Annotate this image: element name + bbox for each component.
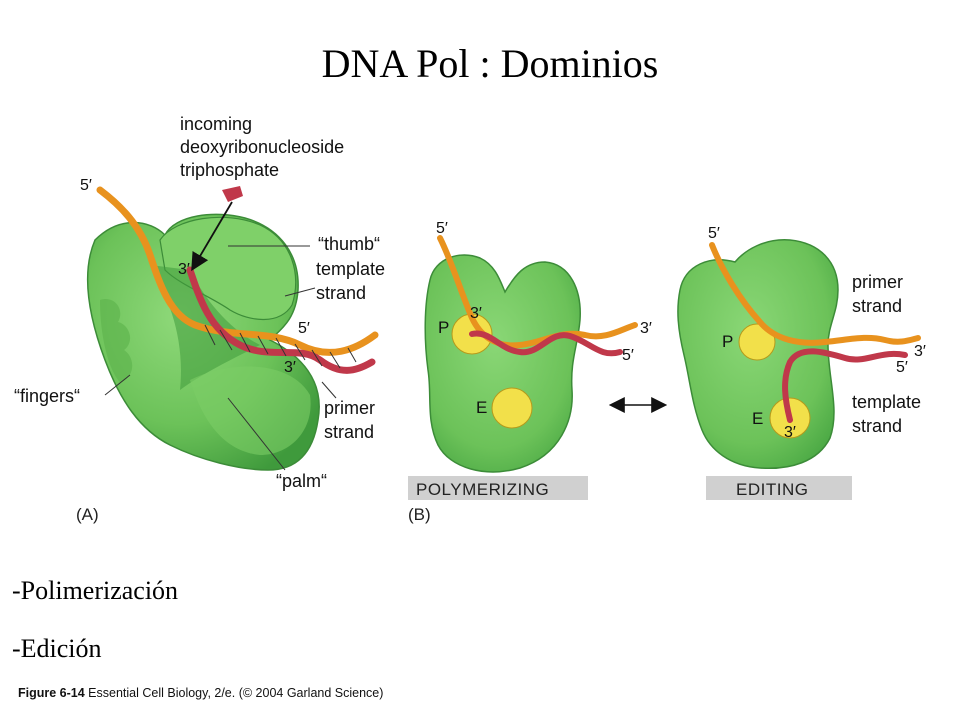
polymerizing-label: POLYMERIZING	[416, 480, 549, 499]
end-3-right-b1: 3′	[640, 320, 652, 337]
p-label-polymerizing: P	[438, 318, 449, 337]
e-label-polymerizing: E	[476, 398, 487, 417]
end-3-low-a: 3′	[284, 359, 296, 376]
e-label-editing: E	[752, 409, 763, 428]
template-label-line-1: template	[316, 259, 385, 279]
thumb-label: “thumb“	[318, 234, 380, 254]
helix-rungs-a	[204, 324, 357, 369]
editing-label-box	[706, 476, 852, 500]
primer-strand-b2	[782, 348, 908, 423]
panel-b-editing: P E 5′ 3′ 3′ 5′ primer strand template s…	[677, 225, 926, 500]
template-label-editing-line-2: strand	[852, 416, 902, 436]
caption-figure-number: Figure 6-14	[18, 686, 85, 700]
figure-caption: Figure 6-14 Essential Cell Biology, 2/e.…	[18, 686, 383, 700]
template-label-line-2: strand	[316, 283, 366, 303]
incoming-label-line-1: incoming	[180, 114, 252, 134]
end-5-top-b1: 5′	[436, 220, 448, 237]
end-3-in-p-b1: 3′	[470, 305, 482, 322]
panel-a-diagram: incoming deoxyribonucleoside triphosphat…	[14, 114, 385, 524]
end-5-right-b1: 5′	[622, 347, 634, 364]
e-site-polymerizing	[491, 387, 533, 429]
panel-a-label: (A)	[76, 505, 99, 524]
bullet-list: -Polimerización -Edición	[12, 562, 178, 678]
end-5-mid-a: 5′	[298, 320, 310, 337]
incoming-label-line-2: deoxyribonucleoside	[180, 137, 344, 157]
template-strand-b2	[709, 242, 921, 346]
slide-title: DNA Pol : Dominios	[321, 41, 659, 86]
fingers-label: “fingers“	[14, 386, 80, 406]
polymerase-b1-protein	[424, 254, 581, 473]
primer-label-editing-line-2: strand	[852, 296, 902, 316]
end-3-in-e-b2: 3′	[784, 424, 796, 441]
polymerizing-label-box	[408, 476, 588, 500]
primer-strand-a	[186, 266, 376, 374]
end-3-inner-a: 3′	[178, 261, 190, 278]
palm-label: “palm“	[276, 471, 327, 491]
primer-label-line-1: primer	[324, 398, 375, 418]
thumb-domain	[159, 216, 297, 321]
end-5-top-a: 5′	[80, 177, 92, 194]
incoming-nucleotide	[222, 186, 243, 202]
panel-b-polymerizing: P E 5′ 3′ 3′ 5′ POLYMERIZING (B)	[408, 220, 652, 524]
primer-strand-b1	[469, 330, 623, 357]
incoming-arrow	[191, 201, 233, 272]
end-5-top-b2: 5′	[708, 225, 720, 242]
fingers-domain	[100, 299, 133, 382]
caption-source: Essential Cell Biology, 2/e. (© 2004 Gar…	[88, 686, 384, 700]
primer-leader	[321, 381, 337, 399]
bullet-edicion: -Edición	[12, 634, 102, 663]
primer-label-line-2: strand	[324, 422, 374, 442]
p-site-editing	[738, 323, 776, 361]
end-3-right-b2: 3′	[914, 343, 926, 360]
panel-b-label: (B)	[408, 505, 431, 524]
template-leader	[284, 287, 316, 297]
palm-leader	[227, 397, 286, 471]
end-5-right-b2: 5′	[896, 359, 908, 376]
p-label-editing: P	[722, 332, 733, 351]
template-strand-b1	[437, 235, 638, 349]
template-strand-a	[96, 186, 379, 356]
fingers-leader	[104, 374, 131, 396]
editing-label: EDITING	[736, 480, 808, 499]
bullet-polimerizacion: -Polimerización	[12, 576, 179, 605]
incoming-label-line-3: triphosphate	[180, 160, 279, 180]
primer-label-editing-line-1: primer	[852, 272, 903, 292]
palm-domain	[190, 366, 311, 455]
template-label-editing-line-1: template	[852, 392, 921, 412]
